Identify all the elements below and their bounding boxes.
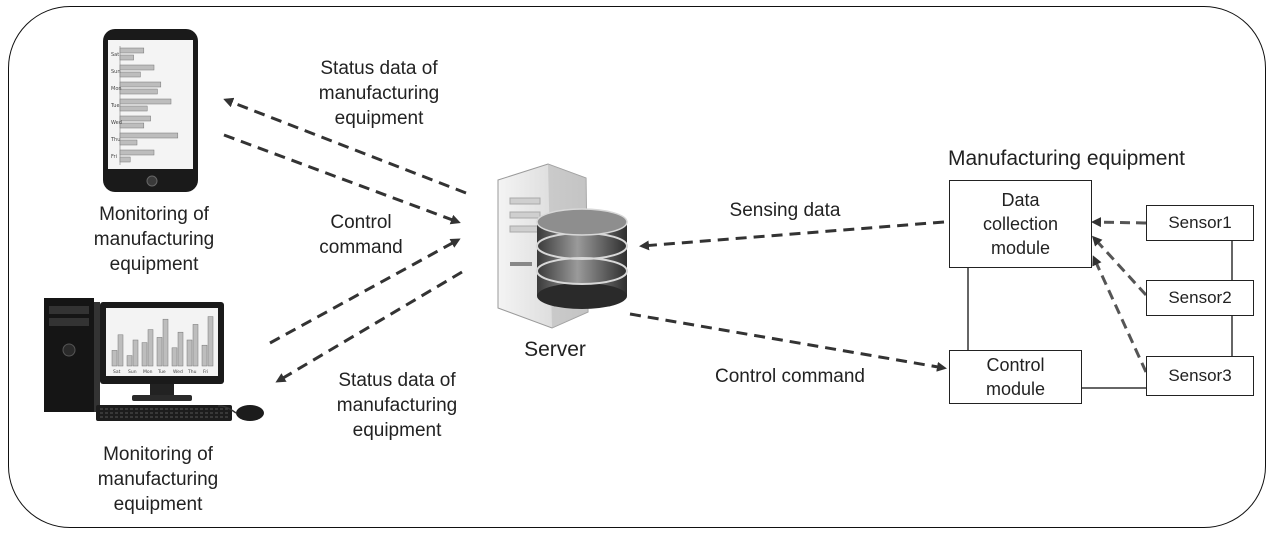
status-data-label-bottom: Status data of manufacturing equipment [336, 370, 458, 441]
phone-bar [119, 105, 148, 112]
manufacturing-equipment-title: Manufacturing equipment [948, 147, 1185, 170]
pc-bar [147, 329, 154, 367]
phone-bar-tick: Tue [110, 103, 120, 109]
pc-bar [132, 339, 139, 367]
phone-bar [119, 64, 155, 71]
phone-bar [119, 156, 131, 163]
phone-bar [119, 98, 172, 105]
phone-bar-tick: Fri [111, 154, 117, 160]
status-data-label-top: Status data of manufacturing equipment [318, 58, 440, 129]
phone-bar [119, 54, 134, 61]
pc-bar-tick: Thu [187, 369, 197, 375]
pc-bar-tick: Wed [173, 369, 183, 375]
pc-bar [177, 331, 184, 367]
pc-bar-tick: Fri [203, 369, 208, 375]
pc-bar [207, 316, 214, 367]
data-collection-module-box: Data collection module [949, 180, 1092, 268]
phone-bar [119, 88, 158, 95]
pc-bar-tick: Mon [143, 369, 153, 375]
arrow-sensing-data [639, 220, 945, 251]
phone-bar-tick: Thu [110, 137, 120, 143]
phone-bar [119, 122, 145, 129]
phone-bar [119, 47, 145, 54]
phone-bar [119, 149, 155, 156]
arrow-status-to-phone [223, 97, 467, 195]
arrow-sensor2 [1091, 235, 1148, 297]
pc-bar [117, 334, 124, 367]
arrow-sensor1 [1091, 217, 1147, 228]
control-module-box: Control module [949, 350, 1082, 404]
phone-bar-tick: Wed [111, 120, 122, 126]
phone-bar [119, 132, 179, 139]
phone-bar [119, 115, 151, 122]
sensor2-box: Sensor2 [1146, 280, 1254, 316]
phone-bar [119, 139, 138, 146]
connectors [967, 241, 1233, 389]
phone-bar-tick: Sat [111, 52, 119, 58]
pc-bar-tick: Tue [157, 369, 166, 375]
server-icon [497, 163, 628, 329]
pc-bar [171, 347, 178, 367]
pc-bar [186, 339, 193, 367]
pc-bar-chart: Sat Sun Mon Tue Wed Thu Fri [111, 316, 214, 375]
sensor3-box: Sensor3 [1146, 356, 1254, 396]
server-label: Server [524, 338, 586, 361]
sensing-data-label: Sensing data [729, 200, 841, 221]
right-arrows [629, 220, 947, 372]
left-arrows [223, 97, 467, 383]
arrow-phone-to-server [223, 133, 461, 225]
control-command-label-right: Control command [715, 366, 865, 387]
pc-bar [156, 337, 163, 367]
pc-bar [111, 350, 118, 367]
arrow-control-command [629, 312, 947, 372]
pc-bar [162, 318, 169, 367]
phone-bar-tick: Sun [111, 69, 121, 75]
control-command-label-left: Control command [319, 212, 403, 258]
pc-bar [141, 342, 148, 367]
monitoring-label-top: Monitoring of manufacturing equipment [93, 204, 215, 275]
pc-bar-tick: Sat [113, 369, 121, 375]
pc-bar [126, 355, 133, 367]
monitoring-label-bottom: Monitoring of manufacturing equipment [97, 444, 219, 515]
phone-bar [119, 81, 162, 88]
pc-bar [192, 324, 199, 367]
phone-bar-tick: Mon [111, 86, 122, 92]
sensor1-box: Sensor1 [1146, 205, 1254, 241]
sensor-arrows [1091, 217, 1148, 373]
phone-bar [119, 71, 141, 78]
pc-bar [201, 344, 208, 367]
arrow-sensor3 [1092, 255, 1148, 373]
pc-bar-tick: Sun [128, 369, 137, 375]
desktop-computer-icon: Sat Sun Mon Tue Wed Thu Fri [44, 298, 264, 421]
outer-frame [8, 6, 1266, 528]
keyboard-keys [100, 408, 228, 418]
